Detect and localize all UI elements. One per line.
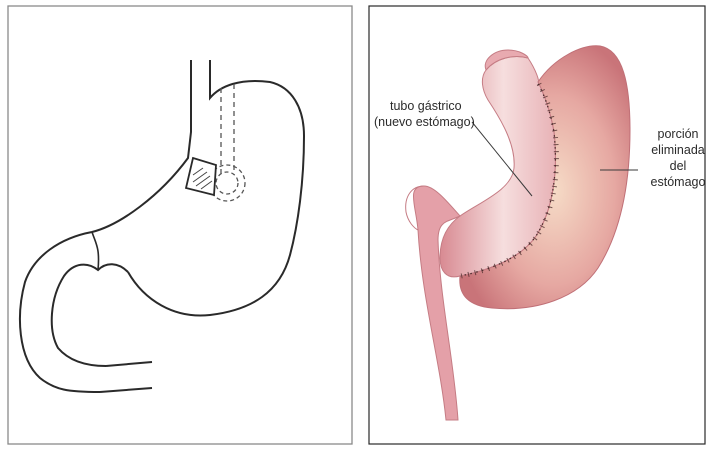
- right-diagram-panel: tubo gástrico (nuevo estómago) porción e…: [368, 0, 707, 449]
- sleeve-gastrectomy-illustration: tubo gástrico (nuevo estómago) porción e…: [368, 0, 707, 449]
- removed-label-line4: estómago: [651, 175, 706, 189]
- left-panel-frame: [8, 6, 352, 444]
- stomach-band-illustration: [0, 0, 362, 449]
- left-diagram-panel: [0, 0, 362, 449]
- tube-label-line1: tubo gástrico: [390, 99, 462, 113]
- removed-label-line1: porción: [658, 127, 699, 141]
- removed-label-line3: del: [670, 159, 687, 173]
- removed-label-line2: eliminada: [651, 143, 705, 157]
- tube-label-line2: (nuevo estómago): [374, 115, 475, 129]
